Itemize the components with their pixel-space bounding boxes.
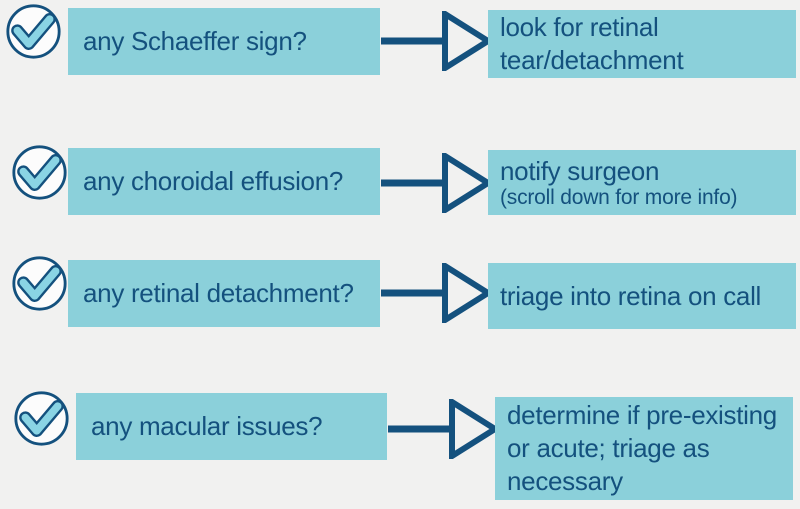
question-box-macular-issues: any macular issues? bbox=[76, 393, 387, 460]
question-box-schaeffer-sign: any Schaeffer sign? bbox=[68, 8, 380, 75]
question-text: any choroidal effusion? bbox=[83, 166, 344, 196]
action-text: notify surgeon bbox=[500, 155, 660, 186]
action-box-retinal-tear: look for retinal tear/detachment bbox=[488, 10, 796, 78]
arrow-right-icon bbox=[388, 399, 498, 459]
arrow-right-icon bbox=[381, 11, 491, 71]
question-text: any Schaeffer sign? bbox=[83, 26, 307, 56]
check-circle-icon bbox=[12, 256, 67, 311]
action-box-notify-surgeon: notify surgeon (scroll down for more inf… bbox=[488, 150, 796, 215]
action-text: determine if pre-existing or acute; tria… bbox=[507, 400, 777, 496]
action-note: (scroll down for more info) bbox=[500, 185, 738, 209]
question-text: any macular issues? bbox=[91, 411, 323, 441]
action-text: look for retinal tear/detachment bbox=[500, 12, 684, 75]
action-box-determine-triage: determine if pre-existing or acute; tria… bbox=[495, 397, 793, 500]
arrow-right-icon bbox=[381, 263, 491, 323]
question-text: any retinal detachment? bbox=[83, 278, 354, 308]
check-circle-icon bbox=[12, 145, 67, 200]
question-box-choroidal-effusion: any choroidal effusion? bbox=[68, 148, 380, 215]
check-circle-icon bbox=[14, 391, 69, 446]
question-box-retinal-detachment: any retinal detachment? bbox=[68, 260, 380, 327]
check-circle-icon bbox=[6, 4, 61, 59]
action-text: triage into retina on call bbox=[500, 280, 762, 311]
arrow-right-icon bbox=[381, 153, 491, 213]
action-box-triage-retina: triage into retina on call bbox=[488, 263, 796, 329]
